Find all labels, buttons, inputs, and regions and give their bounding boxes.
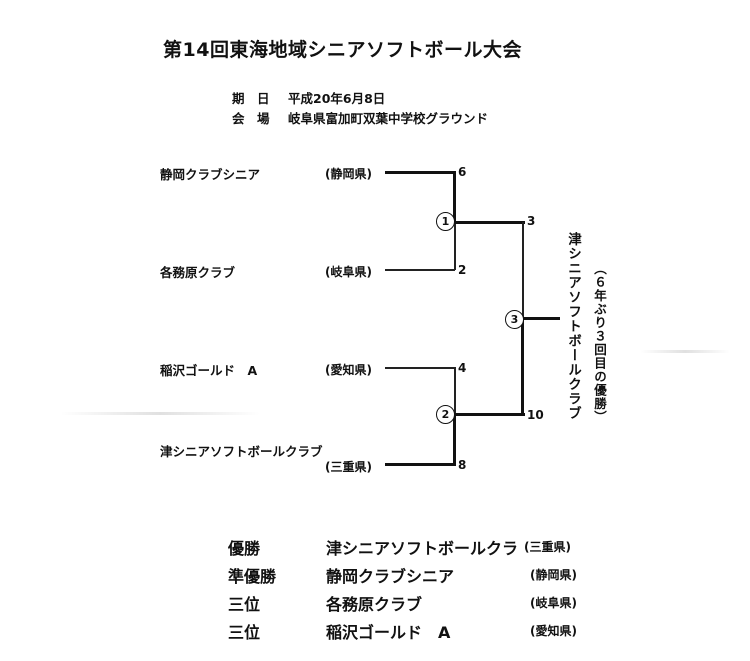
team-pref-4: (三重県) bbox=[325, 460, 372, 474]
page-title: 第14回東海地域シニアソフトボール大会 bbox=[163, 39, 522, 61]
result-pref-third-2: (愛知県) bbox=[530, 624, 577, 638]
bracket-line-sf1-lower bbox=[454, 222, 456, 270]
score-team1: 6 bbox=[458, 165, 467, 179]
team-pref-1: (静岡県) bbox=[325, 167, 372, 181]
score-team2: 2 bbox=[458, 263, 467, 277]
venue-label: 会 場 bbox=[232, 111, 270, 126]
champion-note-vertical: （６年ぶり３回目の優勝） bbox=[592, 262, 607, 424]
bracket-line-champion bbox=[522, 317, 560, 320]
scan-smudge bbox=[60, 412, 260, 415]
result-pref-runnerup: (静岡県) bbox=[530, 568, 577, 582]
bracket-line-team1 bbox=[385, 171, 455, 174]
bracket-line-team2 bbox=[385, 269, 455, 271]
date-label: 期 日 bbox=[232, 91, 270, 106]
bracket-line-sf2-out bbox=[455, 413, 525, 416]
score-team3: 4 bbox=[458, 361, 467, 375]
bracket-line-sf1-upper bbox=[453, 171, 456, 222]
result-label-third-1: 三位 bbox=[228, 595, 261, 614]
team-pref-2: (岐阜県) bbox=[325, 265, 372, 279]
result-pref-winner: (三重県) bbox=[524, 540, 571, 554]
team-name-4: 津シニアソフトボールクラブ bbox=[160, 444, 323, 459]
result-label-runnerup: 準優勝 bbox=[228, 567, 277, 586]
bracket-line-sf2-lower bbox=[453, 413, 456, 466]
team-name-3: 稲沢ゴールド A bbox=[160, 363, 258, 378]
bracket-line-team3 bbox=[385, 367, 455, 369]
team-name-2: 各務原クラブ bbox=[160, 265, 236, 280]
score-final-upper: 3 bbox=[527, 214, 536, 228]
score-team4: 8 bbox=[458, 458, 467, 472]
result-pref-third-1: (岐阜県) bbox=[530, 596, 577, 610]
result-team-third-2: 稲沢ゴールド A bbox=[326, 623, 451, 642]
bracket-line-final-upper bbox=[522, 222, 524, 320]
champion-name-vertical: 津シニアソフトボールクラブ bbox=[565, 232, 581, 421]
bracket-line-final-lower bbox=[521, 318, 524, 416]
match-number-1: 1 bbox=[436, 212, 455, 231]
team-pref-3: (愛知県) bbox=[325, 363, 372, 377]
result-label-winner: 優勝 bbox=[228, 539, 261, 558]
result-team-winner: 津シニアソフトボールクラ bbox=[326, 539, 519, 558]
result-team-runnerup: 静岡クラブシニア bbox=[326, 567, 455, 586]
bracket-line-team4 bbox=[385, 463, 455, 466]
score-final-lower: 10 bbox=[527, 408, 544, 422]
bracket-line-sf1-out bbox=[455, 221, 525, 224]
result-team-third-1: 各務原クラブ bbox=[326, 595, 423, 614]
match-number-3: 3 bbox=[505, 310, 524, 329]
team-name-1: 静岡クラブシニア bbox=[160, 167, 261, 182]
bracket-line-sf2-upper bbox=[454, 367, 456, 414]
date-value: 平成20年6月8日 bbox=[288, 91, 386, 106]
venue-value: 岐阜県富加町双葉中学校グラウンド bbox=[288, 111, 489, 126]
scan-smudge bbox=[640, 350, 730, 353]
match-number-2: 2 bbox=[436, 405, 455, 424]
result-label-third-2: 三位 bbox=[228, 623, 261, 642]
